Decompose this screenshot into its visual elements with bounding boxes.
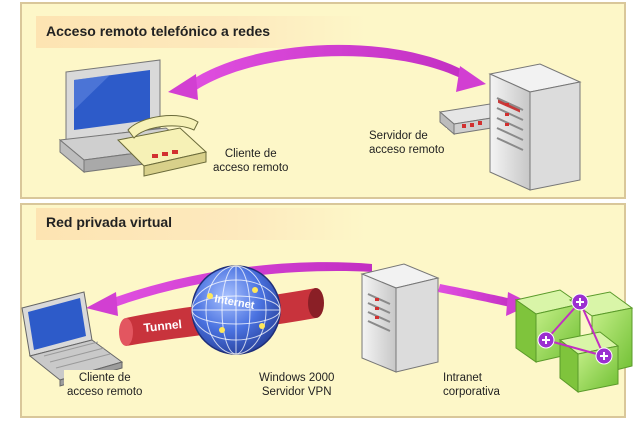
intranet-label: Intranet corporativa <box>440 370 503 400</box>
server-tower-icon <box>488 63 582 191</box>
globe-icon <box>191 265 281 355</box>
client-bottom-label: Cliente de acceso remoto <box>64 370 146 400</box>
telephone-icon <box>116 115 208 177</box>
vpn-server-label: Windows 2000 Servidor VPN <box>256 370 338 400</box>
vpn-section-title: Red privada virtual <box>46 214 173 230</box>
dialup-title-band <box>36 16 366 48</box>
dialup-link-arrow <box>168 44 486 100</box>
server-top-label: Servidor de acceso remoto <box>366 128 448 158</box>
intranet-cubes-icon <box>514 289 634 394</box>
vpn-server-icon <box>360 263 440 373</box>
client-top-label: Cliente de acceso remoto <box>210 146 292 176</box>
vpn-title-band <box>36 208 366 240</box>
tunnel-label: Tunnel <box>143 317 183 335</box>
dialup-section-title: Acceso remoto telefónico a redes <box>46 23 271 39</box>
